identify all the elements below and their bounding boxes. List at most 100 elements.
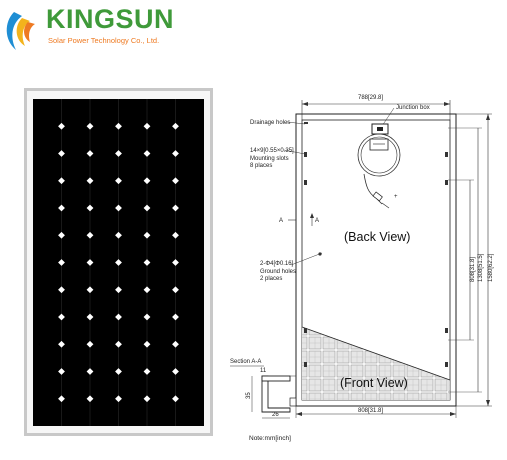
cell-corner-gap	[143, 204, 151, 212]
back-view-label: (Back View)	[344, 230, 410, 244]
cell-corner-gap	[58, 340, 65, 348]
cell-corner-gap	[115, 150, 122, 157]
right-dimensions: 808[31.8] 1308[51.5] 1580[62.2]	[448, 113, 494, 407]
mounting-slot	[445, 362, 448, 367]
cell-corner-gap	[143, 177, 151, 185]
section-35-label: 35	[246, 392, 252, 399]
cell-corner-gap	[172, 122, 179, 130]
cable-connector	[372, 191, 383, 202]
cell-corner-gap	[143, 313, 151, 321]
cable-loop	[357, 133, 401, 177]
width-dimension-bottom: 808[31.8]	[295, 406, 457, 418]
front-view-label: (Front View)	[340, 376, 408, 390]
sun-swirl-logo-icon	[6, 12, 35, 50]
cell-corner-gap	[143, 231, 151, 239]
brand-name: KINGSUN	[46, 4, 175, 34]
cell-corner-gap	[86, 177, 94, 185]
cell-corner-gap	[115, 122, 122, 130]
mounting-slot	[445, 328, 448, 333]
ground-hole	[318, 252, 322, 256]
units-note: Note:mm[inch]	[249, 435, 291, 442]
cell-corner-gap	[172, 259, 179, 266]
cell-corner-gap	[143, 259, 151, 266]
cell-corner-gap	[143, 395, 151, 403]
section-a-a-detail: Section A-A 11 35 26	[230, 359, 297, 419]
cell-corner-gap	[115, 177, 122, 185]
cell-corner-gap	[86, 204, 94, 212]
cell-corner-gap	[58, 231, 65, 239]
cell-corner-gap	[86, 395, 94, 403]
width-dimension-top: 788[29.8]	[301, 95, 451, 120]
company-logo: KINGSUN Solar Power Technology Co., Ltd.	[0, 0, 200, 60]
cell-corner-gap	[143, 368, 151, 375]
cell-corner-gap	[115, 368, 122, 375]
cell-corner-gap	[58, 368, 65, 375]
cell-corner-gap	[172, 231, 179, 239]
logo-yellow-swoosh	[16, 18, 30, 46]
mounting-slot	[304, 180, 307, 185]
cell-corner-gap	[86, 259, 94, 266]
cell-corner-gap	[172, 150, 179, 157]
logo-blue-swoosh	[6, 12, 22, 50]
cell-corner-gap	[86, 340, 94, 348]
drainage-holes-label: Drainage holes	[250, 120, 290, 126]
cell-corner-gap	[58, 122, 65, 130]
cell-corner-gap	[172, 204, 179, 212]
mounting-slot	[304, 328, 307, 333]
ground-holes-label: Ground holes	[260, 269, 296, 275]
cell-corner-gap	[172, 177, 179, 185]
cell-corner-gap	[58, 313, 65, 321]
cell-corner-gap	[86, 286, 94, 294]
width-top-label: 788[29.8]	[358, 95, 383, 101]
cell-corner-gap	[58, 395, 65, 403]
section-26-label: 26	[272, 412, 279, 418]
cell-corner-gap	[172, 395, 179, 403]
cutaway-line	[301, 326, 451, 381]
cell-corner-gap	[143, 286, 151, 294]
cell-corner-gap	[172, 368, 179, 375]
section-11-label: 11	[260, 368, 267, 374]
cell-corner-gap	[115, 286, 122, 294]
dim-right-2: 1308[51.5]	[478, 253, 484, 282]
mounting-size-label: 14×9[0.55×0.35]	[250, 148, 294, 154]
cell-corner-gap	[115, 340, 122, 348]
connector-sign: +	[394, 194, 398, 200]
cell-corner-gap	[143, 340, 151, 348]
junction-box-label: Junction box	[396, 105, 430, 111]
cell-corner-gap	[115, 313, 122, 321]
cell-corner-gap	[58, 204, 65, 212]
cell-corner-gap	[58, 177, 65, 185]
cell-corner-gap	[58, 259, 65, 266]
mounting-places-label: 8 places	[250, 163, 272, 169]
section-marks: A A	[279, 213, 319, 226]
cell-corner-gap	[115, 231, 122, 239]
drainage-hole	[304, 122, 308, 124]
width-bottom-label: 808[31.8]	[358, 408, 383, 414]
section-mark-left: A	[279, 218, 283, 224]
cell-corner-gap	[86, 313, 94, 321]
cell-corner-gap	[115, 204, 122, 212]
dim-right-1: 808[31.8]	[470, 257, 476, 282]
brand-tagline: Solar Power Technology Co., Ltd.	[48, 36, 160, 45]
junction-box: +	[357, 123, 401, 209]
cell-corner-gap	[86, 368, 94, 375]
cell-corner-gap	[172, 340, 179, 348]
cell-corner-gap	[172, 313, 179, 321]
panel-cell-gaps	[58, 99, 179, 426]
mounting-slot	[445, 180, 448, 185]
dim-right-3: 1580[62.2]	[488, 253, 494, 282]
section-mark-right: A	[315, 218, 319, 224]
ground-places-label: 2 places	[260, 276, 282, 282]
cell-corner-gap	[86, 231, 94, 239]
cell-corner-gap	[172, 286, 179, 294]
cell-corner-gap	[115, 259, 122, 266]
cell-corner-gap	[58, 150, 65, 157]
panel-outer-frame	[295, 113, 457, 407]
mounting-slot	[445, 152, 448, 157]
section-title: Section A-A	[230, 359, 261, 365]
logo-orange-swoosh	[24, 22, 35, 42]
ground-size-label: 2-Φ4[Φ0.16]	[260, 261, 294, 267]
mounting-slots-label: Mounting slots	[250, 156, 289, 162]
cell-corner-gap	[143, 122, 151, 130]
